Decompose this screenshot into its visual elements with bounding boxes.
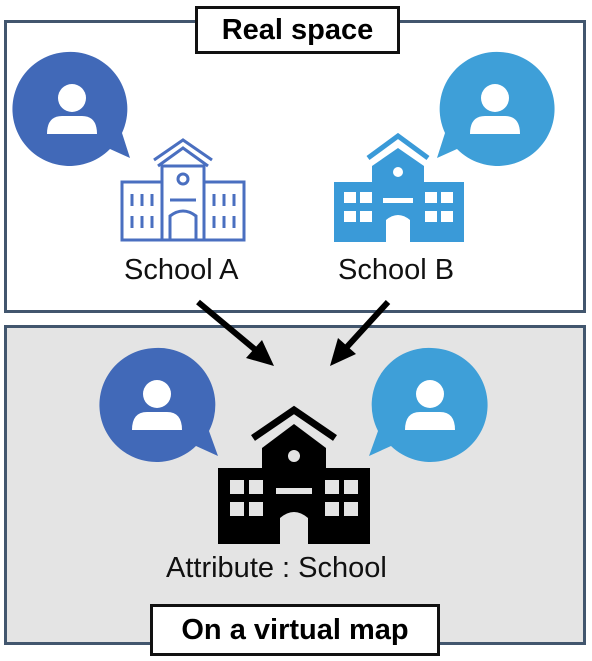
user-b-bubble-icon — [437, 51, 555, 166]
school-a-label: School A — [124, 254, 239, 286]
arrow-a-icon — [196, 299, 274, 366]
school-b-label: School B — [338, 254, 455, 286]
arrow-b-icon — [330, 299, 391, 366]
real-space-title: Real space — [195, 6, 400, 54]
attribute-school-label: Attribute : School — [166, 552, 387, 584]
user-a-bubble-icon — [12, 51, 130, 166]
school-a-icon — [120, 138, 246, 242]
virtual-map-title: On a virtual map — [150, 604, 440, 656]
school-merged-icon — [218, 405, 370, 544]
user-b-virtual-bubble-icon — [369, 347, 488, 462]
user-a-virtual-bubble-icon — [99, 347, 218, 462]
school-b-icon — [334, 132, 464, 242]
